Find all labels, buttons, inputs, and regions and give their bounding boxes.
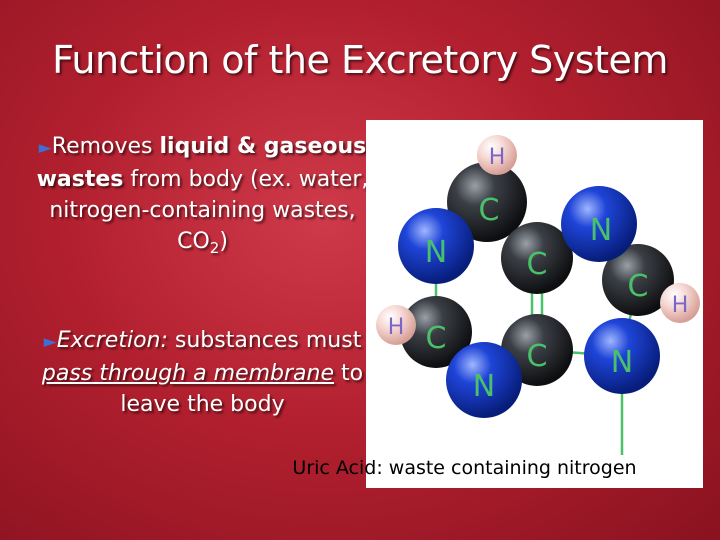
bullet-arrow-icon: ► [43,332,57,352]
atom-label-n-2: N [425,235,447,270]
bullet-arrow-icon: ► [38,138,52,158]
molecule-caption: Uric Acid: waste containing nitrogen [292,457,637,479]
atom-label-h-left: H [388,315,405,340]
bullet1-text-c: ) [219,229,228,254]
atom-label-c-3: C [628,269,649,304]
molecule-diagram: H C N C N C H H C C N N [376,135,700,455]
atom-label-c-2: C [527,247,548,282]
bullet2-text-b: to leave the body [120,361,364,417]
atom-label-n-4: N [611,345,633,380]
slide-title: Function of the Excretory System [52,38,668,82]
bullet1-text-a: Removes [51,134,160,159]
atom-spheres [376,135,700,418]
bullet2-term: Excretion: [56,328,168,353]
bullet1-text-b: from body (ex. water, nitrogen-containin… [49,167,369,254]
bullet1-bold-text: liquid & gaseous wastes [36,134,367,192]
atom-labels: H C N C N C H H C C N N [388,145,689,404]
atom-label-h-top: H [489,145,506,170]
atom-label-n-3: N [473,369,495,404]
bullet-excretion-definition: ►Excretion: substances must pass through… [30,325,375,420]
bullet2-text-a: substances must [167,328,362,353]
bullet-removes-wastes: ►Removes liquid & gaseous wastes from bo… [30,131,375,264]
bullet1-subscript: 2 [209,239,220,257]
bullet2-emphasis: pass through a membrane [41,361,335,386]
atom-label-h-right: H [672,293,689,318]
uric-acid-molecule-image: H C N C N C H H C C N N [366,120,703,488]
atom-label-c-5: C [527,339,548,374]
atom-label-c-4: C [426,321,447,356]
atom-label-n-1: N [590,213,612,248]
atom-label-c-1: C [479,193,500,228]
